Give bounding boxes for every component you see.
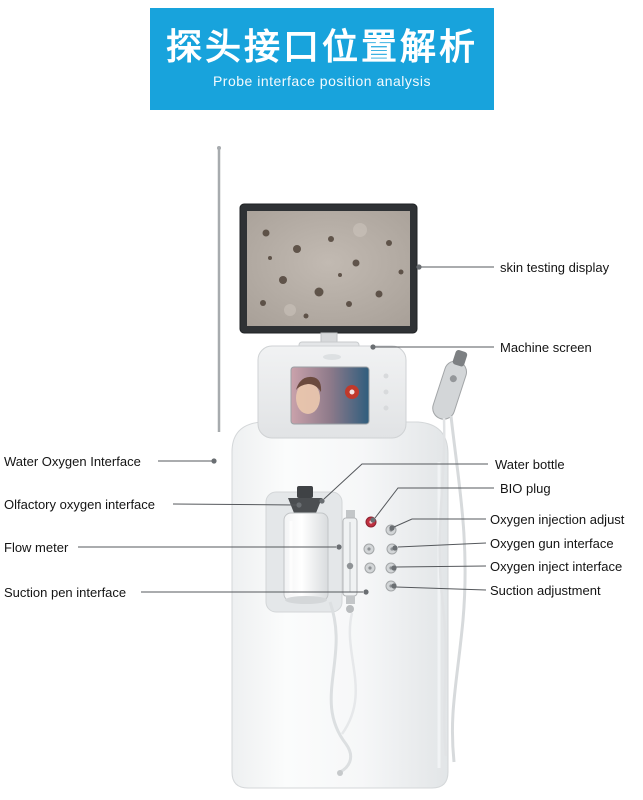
flow-meter-part (342, 510, 358, 613)
callout-line-bio-plug (374, 487, 494, 519)
oxygen-gun-handpiece (432, 350, 468, 420)
label-oxygen-gun-interface: Oxygen gun interface (490, 536, 614, 551)
callout-line-oxygen-gun (397, 542, 487, 548)
skin-testing-monitor (239, 203, 418, 334)
label-oxygen-inject-interface: Oxygen inject interface (490, 559, 623, 574)
label-olfactory-oxygen-interface: Olfactory oxygen interface (4, 497, 156, 512)
label-water-oxygen-interface: Water Oxygen Interface (4, 454, 141, 469)
antenna-rod (217, 146, 221, 432)
banner-subtitle-english: Probe interface position analysis (212, 72, 432, 89)
cables-tubes (328, 415, 467, 776)
callout-line-oxygen-inject (395, 565, 487, 568)
skin-spots (260, 229, 404, 319)
control-panel (257, 345, 407, 439)
label-flow-meter: Flow meter (4, 540, 69, 555)
header-banner: 探头接口位置解析 Probe interface position analys… (150, 8, 494, 110)
label-oxygen-injection-adjust: Oxygen injection adjust (490, 512, 625, 527)
water-bottle-part (283, 486, 329, 604)
panel-logo (323, 354, 341, 360)
panel-touch-buttons (383, 373, 389, 411)
callout-line-suction-adjust (395, 586, 487, 591)
callout-line-water-bottle (323, 463, 488, 500)
label-water-bottle: Water bottle (495, 457, 565, 472)
banner-title-chinese: 探头接口位置解析 (165, 26, 478, 68)
callout-line-oxygen-adjust (393, 518, 486, 528)
label-suction-pen-interface: Suction pen interface (4, 585, 127, 600)
callout-dots (211, 264, 422, 595)
callout-line-olfactory (172, 503, 297, 506)
label-suction-adjustment: Suction adjustment (490, 583, 601, 598)
callout-lines (78, 264, 494, 595)
label-bio-plug: BIO plug (500, 481, 551, 496)
label-skin-testing-display: skin testing display (500, 260, 610, 275)
label-machine-screen: Machine screen (500, 340, 592, 355)
